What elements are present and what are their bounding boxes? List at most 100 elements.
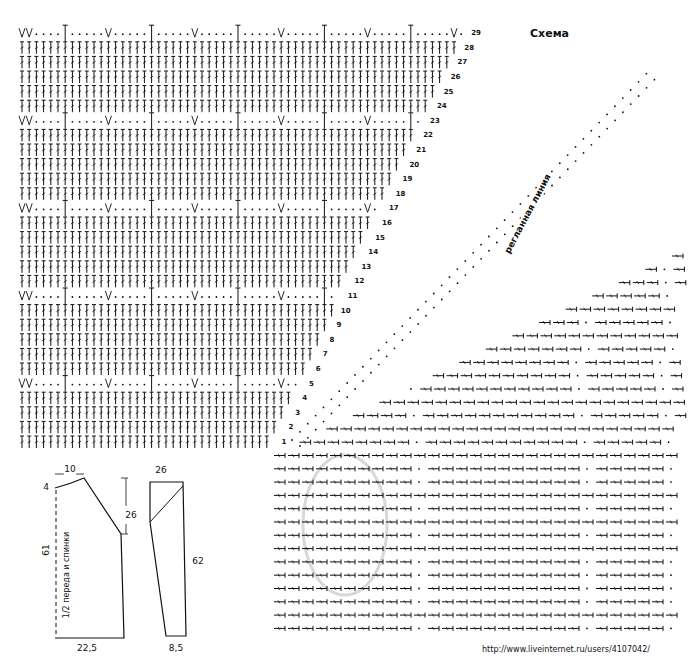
chain-dot (417, 121, 419, 123)
chain-dot (252, 121, 254, 123)
chain-dot (86, 296, 88, 298)
chain-dot (413, 415, 415, 417)
chain-dot (410, 388, 412, 390)
chain-dot (424, 33, 426, 35)
chain-dot (158, 33, 160, 35)
stitch (192, 116, 195, 125)
chain-dot (136, 209, 138, 211)
chain-dot (374, 209, 376, 211)
chain-dot (352, 121, 354, 123)
chain-dot (362, 366, 364, 368)
chain-dot (496, 242, 498, 244)
stitch (26, 203, 29, 212)
chain-dot (144, 384, 146, 386)
chain-dot (129, 33, 131, 35)
chain-dot (273, 209, 275, 211)
chain-dot (666, 295, 668, 297)
stitch (365, 28, 368, 37)
stitch (365, 203, 368, 212)
chain-dot (418, 468, 420, 470)
chain-dot (158, 296, 160, 298)
stitch-chart (19, 25, 686, 631)
chain-dot (172, 384, 174, 386)
chain-dot (230, 296, 232, 298)
chain-dot (252, 33, 254, 35)
chain-dot (331, 33, 333, 35)
chain-dot (216, 121, 218, 123)
chain-dot (338, 33, 340, 35)
chain-dot (432, 33, 434, 35)
chain-dot (527, 195, 529, 197)
chain-dot (158, 121, 160, 123)
stitch (368, 28, 371, 37)
chain-dot (144, 296, 146, 298)
chain-dot (346, 396, 348, 398)
chain-dot (216, 33, 218, 35)
chain-dot (79, 209, 81, 211)
chain-dot (79, 384, 81, 386)
chain-dot (180, 33, 182, 35)
chain-dot (670, 508, 672, 510)
stitch (195, 28, 198, 37)
stitch (108, 116, 111, 125)
chain-dot (401, 339, 403, 341)
chain-dot (472, 266, 474, 268)
chain-dot (259, 296, 261, 298)
chain-dot (180, 121, 182, 123)
chain-dot (86, 33, 88, 35)
chain-dot (480, 244, 482, 246)
chain-dot (665, 415, 667, 417)
chain-dot (598, 122, 600, 124)
chain-dot (316, 33, 318, 35)
chain-dot (638, 81, 640, 83)
chain-dot (345, 209, 347, 211)
chain-dot (295, 121, 297, 123)
stitch (281, 116, 284, 125)
chain-dot (388, 121, 390, 123)
chain-dot (446, 33, 448, 35)
chain-dot (136, 33, 138, 35)
chain-dot (338, 404, 340, 406)
chain-dot (581, 415, 583, 417)
chain-dot (614, 120, 616, 122)
chain-dot (316, 121, 318, 123)
chain-dot (567, 168, 569, 170)
stitch (365, 116, 368, 125)
chain-dot (559, 176, 561, 178)
chain-dot (295, 33, 297, 35)
chain-dot (638, 95, 640, 97)
chain-dot (208, 33, 210, 35)
stitch (105, 116, 108, 125)
chain-dot (136, 121, 138, 123)
chain-dot (223, 384, 225, 386)
chain-dot (331, 296, 333, 298)
chain-dot (115, 209, 117, 211)
chain-dot (654, 79, 656, 81)
stitch (19, 28, 22, 37)
chain-dot (646, 87, 648, 89)
chain-dot (403, 33, 405, 35)
chain-dot (307, 423, 309, 425)
chain-dot (223, 121, 225, 123)
chain-dot (288, 33, 290, 35)
stitch (281, 28, 284, 37)
chain-dot (331, 209, 333, 211)
chain-dot (386, 356, 388, 358)
chain-dot (259, 121, 261, 123)
chain-dot (72, 121, 74, 123)
stitch (22, 28, 25, 37)
chain-dot (418, 481, 420, 483)
chain-dot (488, 250, 490, 252)
chain-dot (244, 384, 246, 386)
chain-dot (129, 384, 131, 386)
chain-dot (370, 358, 372, 360)
chain-dot (165, 121, 167, 123)
stitch (281, 203, 284, 212)
chain-dot (331, 413, 333, 415)
stitch (22, 379, 25, 388)
chain-dot (338, 390, 340, 392)
chain-dot (323, 407, 325, 409)
chain-dot (201, 121, 203, 123)
stitch (22, 291, 25, 300)
chain-dot (512, 211, 514, 213)
